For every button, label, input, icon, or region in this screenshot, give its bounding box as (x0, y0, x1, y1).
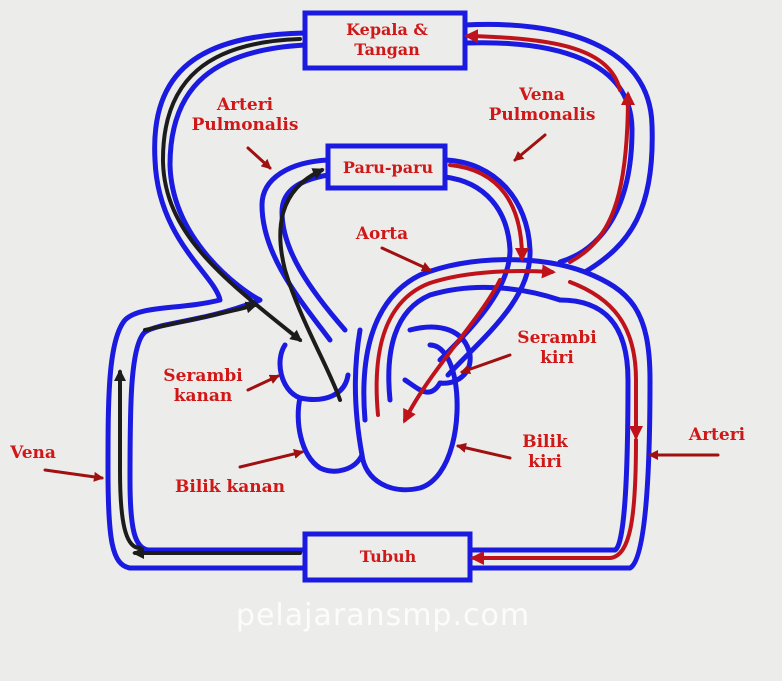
flow-arteri-down (568, 280, 643, 440)
right-atrium-label: Serambi kanan (163, 366, 243, 406)
left-ventricle-label: Bilik kiri (522, 432, 568, 472)
flow-head-to-heart (160, 37, 303, 342)
right-ventricle-label: Bilik kanan (175, 477, 285, 497)
pulmonary-loop-right (442, 157, 533, 378)
lungs-label: Paru-paru (342, 158, 434, 177)
lungs-box (325, 143, 448, 191)
aortic-arch-inner (386, 284, 563, 403)
left-atrium-link (402, 377, 443, 395)
watermark: pelajaransmp.com (235, 598, 531, 633)
pulmonary-vein-label: Vena Pulmonalis (488, 85, 596, 125)
pointer-left-ventricle (456, 442, 512, 460)
deoxygenated-flow (114, 37, 342, 559)
body-label: Tubuh (359, 547, 417, 566)
flow-to-lungs (278, 168, 342, 402)
pointer-pulmonary-vein (513, 133, 547, 162)
flow-to-head (568, 91, 635, 264)
flow-head-top (464, 29, 622, 92)
right-ventricle-outline (295, 395, 365, 474)
pointer-pulmonary-artery (246, 146, 272, 170)
right-systemic-inner (467, 297, 631, 553)
septum (352, 327, 365, 458)
oxygenated-flow (374, 29, 643, 565)
outer-systemic-loop (105, 30, 308, 571)
aortic-arch (361, 257, 588, 423)
left-atrium-outline (407, 324, 473, 386)
pointer-vein (43, 468, 104, 482)
pointer-left-atrium (460, 353, 512, 375)
vein-label: Vena (10, 443, 56, 463)
pointer-right-atrium (246, 374, 280, 392)
aorta-label: Aorta (355, 224, 409, 244)
flow-vena-cava (143, 301, 258, 332)
flow-aorta (374, 264, 556, 417)
organ-boxes (302, 10, 473, 583)
pointer-right-ventricle (238, 449, 304, 469)
pointer-aorta (380, 246, 432, 272)
head-arms-label: Kepala & Tangan (346, 20, 428, 59)
flow-heart-down (403, 278, 502, 424)
pulmonary-loop-left (259, 157, 333, 343)
left-atrium-label: Serambi kiri (517, 328, 597, 368)
pulmonary-artery-label: Arteri Pulmonalis (191, 95, 299, 135)
head-arms-box (302, 10, 468, 71)
label-pointers (43, 133, 720, 482)
flow-to-body (470, 438, 638, 565)
body-box (302, 531, 473, 583)
artery-label: Arteri (688, 425, 746, 445)
flow-body-left-up (114, 369, 142, 550)
flow-lungs-to-heart (448, 163, 529, 262)
